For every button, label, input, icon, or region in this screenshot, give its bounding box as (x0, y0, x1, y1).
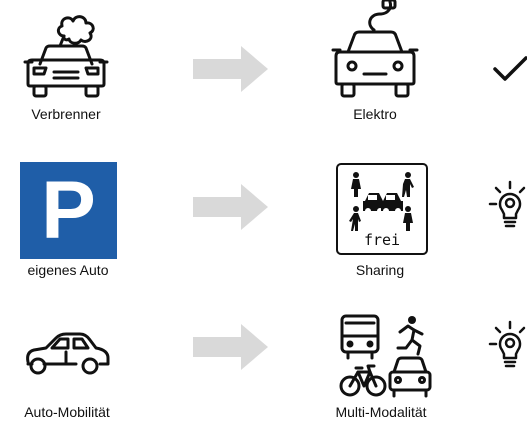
row2-from-label: eigenes Auto (27, 262, 109, 278)
arrow-right-icon (193, 46, 268, 92)
person-icon (349, 206, 361, 231)
row3-to-label: Multi-Modalität (335, 404, 427, 420)
row2-to-label: Sharing (355, 262, 405, 278)
runner-icon (396, 316, 424, 356)
multimodal-icon (336, 314, 432, 400)
electric-car-icon (330, 0, 420, 100)
checkmark-icon (492, 55, 527, 83)
person-icon (351, 172, 361, 197)
car-side-icon (22, 326, 112, 381)
lightbulb-icon (488, 320, 527, 372)
carsharing-sign-icon: frei (336, 163, 428, 255)
combustion-car-icon (16, 2, 116, 100)
bus-icon (340, 314, 380, 360)
row1-from-label: Verbrenner (31, 106, 101, 122)
bicycle-icon (339, 364, 387, 397)
arrow-right-icon (193, 184, 268, 230)
parking-letter: P (41, 165, 96, 256)
row3-from-label: Auto-Mobilität (24, 404, 110, 420)
parking-sign-icon: P (20, 162, 117, 259)
person-icon (403, 206, 413, 231)
sharing-sign-text: frei (363, 231, 401, 249)
row1-to-label: Elektro (353, 106, 397, 122)
lightbulb-icon (488, 180, 527, 232)
person-icon (402, 172, 414, 197)
car-front-icon (388, 356, 432, 398)
arrow-right-icon (193, 324, 268, 370)
